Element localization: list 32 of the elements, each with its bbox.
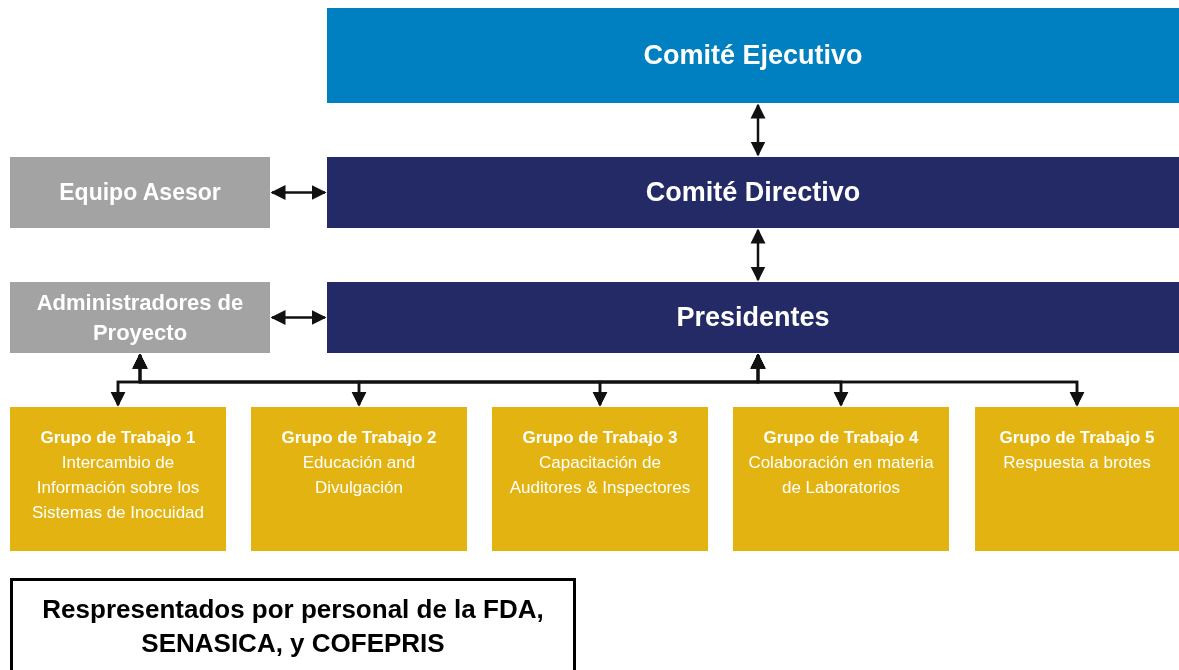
work-group-box bbox=[10, 407, 226, 551]
work-group-box bbox=[733, 407, 949, 551]
presidents-box bbox=[327, 282, 1179, 353]
node-title: Equipo Asesor bbox=[59, 178, 221, 208]
directive-box bbox=[327, 157, 1179, 228]
work-group-box bbox=[251, 407, 467, 551]
node-title: Grupo de Trabajo 3 bbox=[522, 427, 678, 449]
arrow bbox=[270, 185, 327, 200]
node-description: Intercambio de Información sobre los Sistemas de Inocuidad bbox=[31, 452, 205, 524]
advisor-box bbox=[10, 157, 270, 228]
node-title: Grupo de Trabajo 1 bbox=[40, 427, 196, 449]
arrow bbox=[132, 353, 1085, 407]
node-title: Administradores de Proyecto bbox=[35, 288, 245, 347]
node-title: Comité Directivo bbox=[645, 176, 861, 210]
work-group-box bbox=[492, 407, 708, 551]
node-title: Grupo de Trabajo 4 bbox=[763, 427, 919, 449]
arrow bbox=[750, 228, 766, 282]
work-group-box bbox=[975, 407, 1179, 551]
node-title: Grupo de Trabajo 5 bbox=[999, 427, 1155, 449]
node-description: Capacitación de Auditores & Inspectores bbox=[508, 452, 692, 499]
node-title: Grupo de Trabajo 2 bbox=[281, 427, 437, 449]
note-box bbox=[10, 578, 576, 670]
node-title: Presidentes bbox=[676, 301, 830, 335]
node-title: Comité Ejecutivo bbox=[643, 39, 863, 73]
node-description: Colaboración en materia de Laboratorios bbox=[747, 452, 935, 499]
node-title: Respresentados por personal de la FDA, SENASICA, y COFEPRIS bbox=[41, 592, 545, 660]
node-description: Respuesta a brotes bbox=[1002, 452, 1152, 474]
node-description: Educación and Divulgación bbox=[301, 452, 417, 499]
arrow bbox=[750, 103, 766, 157]
admin-box bbox=[10, 282, 270, 353]
executive-box bbox=[327, 8, 1179, 103]
arrow bbox=[270, 310, 327, 325]
